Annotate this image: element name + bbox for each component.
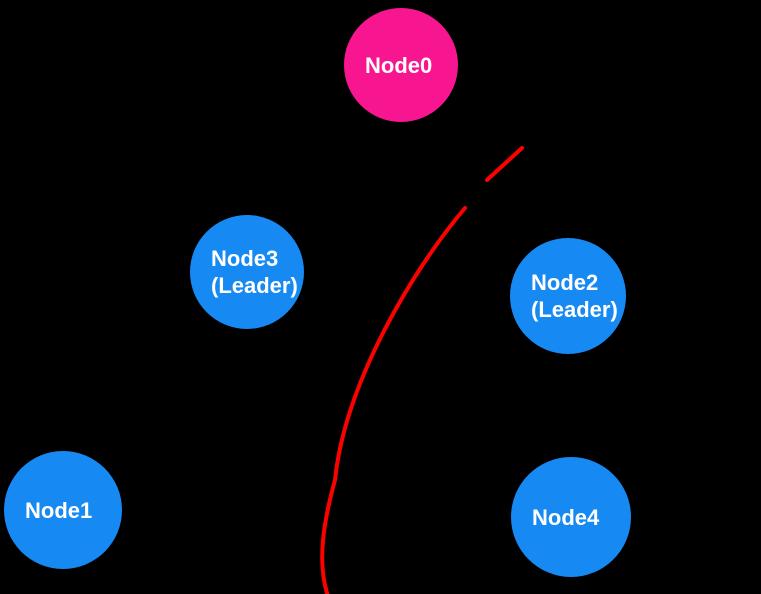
node-node0: Node0 [344,8,458,122]
node-node1-label: Node1 [25,497,93,523]
node-node2-role-label: (Leader) [531,297,618,322]
node-node2-label: Node2 [531,270,599,295]
node-node4: Node4 [511,457,631,577]
node-node4-label: Node4 [532,504,600,530]
node-node1: Node1 [4,451,122,569]
node-node3-label: Node3 [211,246,279,271]
node-node0-label: Node0 [365,52,433,78]
node-node2: Node2 (Leader) [510,238,626,354]
partition-line-main-curve [320,206,467,594]
node-node3-role-label: (Leader) [211,273,298,298]
partition-line-upper-segment [485,146,524,182]
node-node3: Node3 (Leader) [190,215,304,329]
